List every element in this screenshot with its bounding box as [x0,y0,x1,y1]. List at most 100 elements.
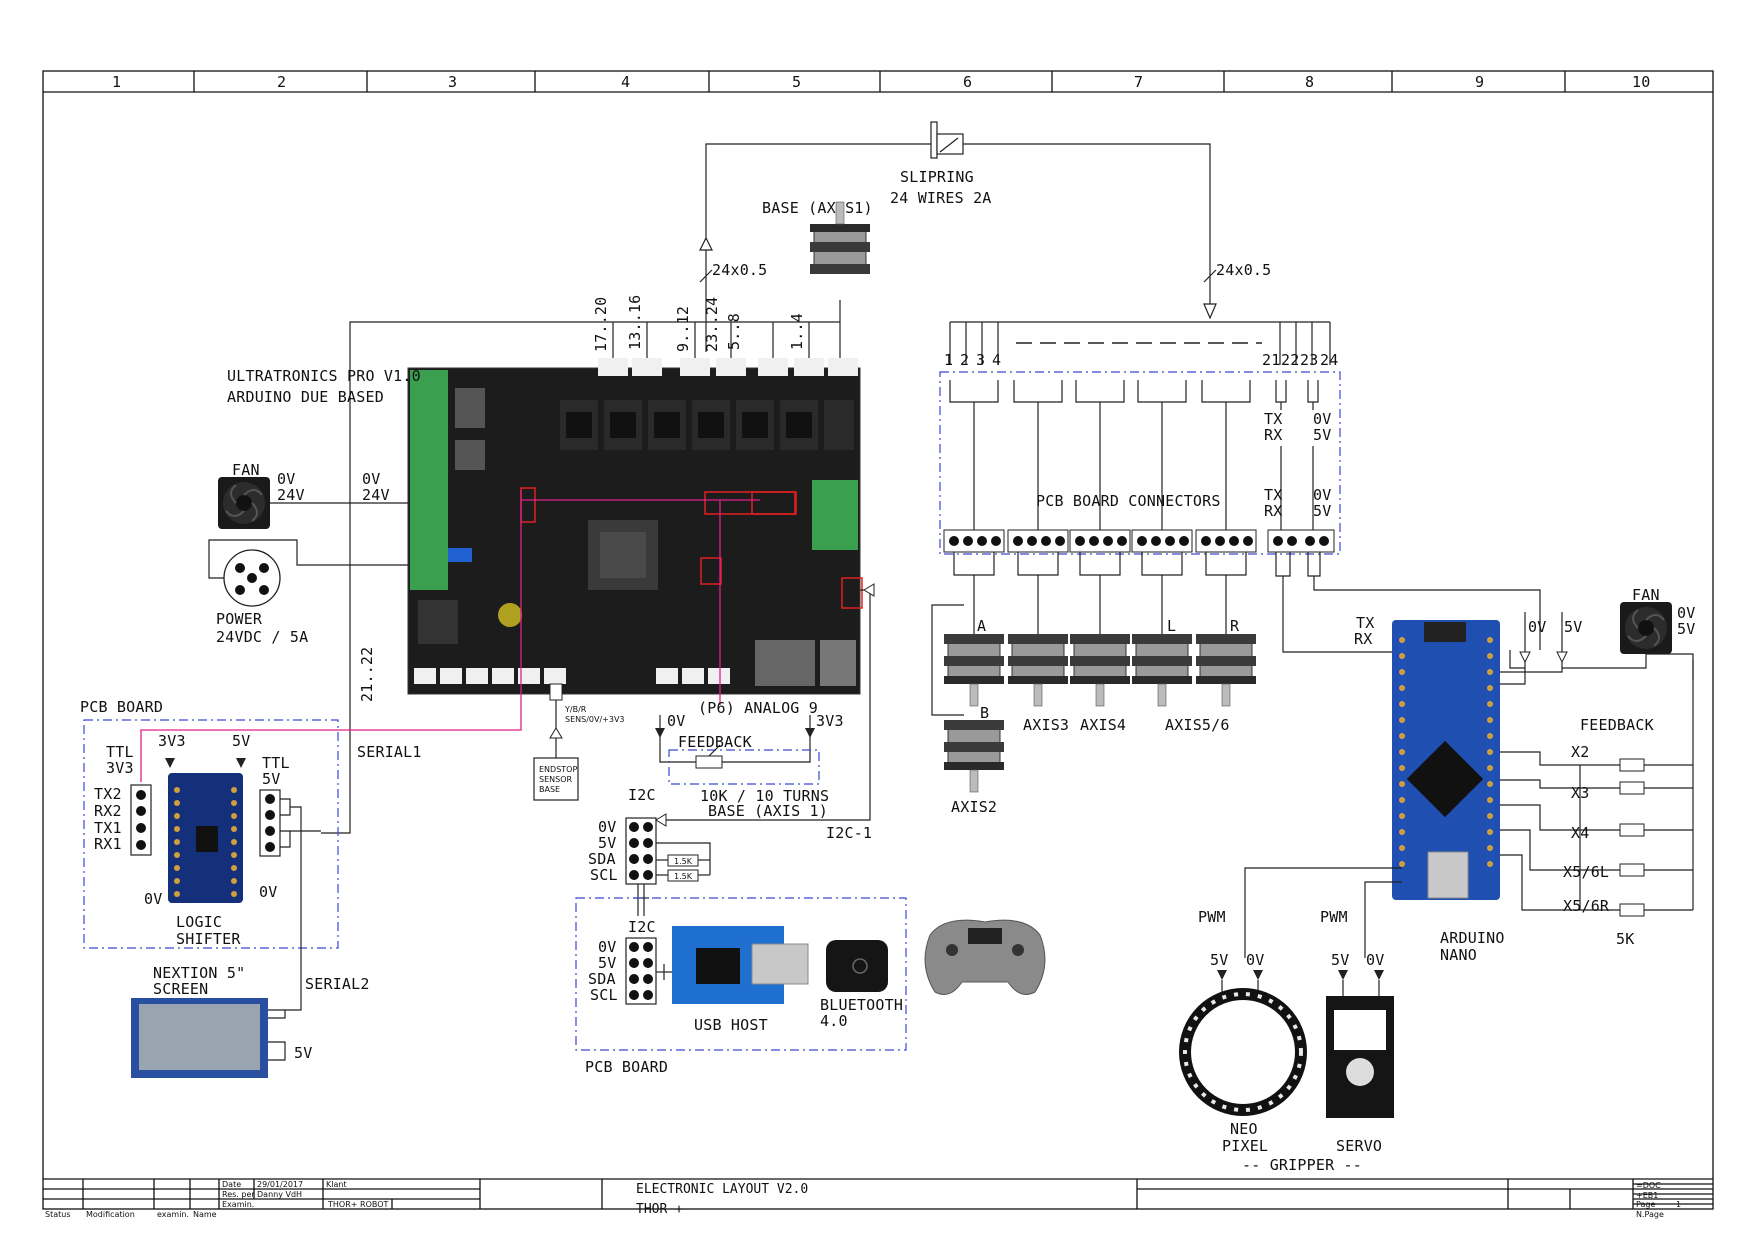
arduino-label: ARDUINO [1440,929,1505,947]
r5k-label: 5K [1616,930,1634,948]
grid-column-labels: 1 2 3 4 5 6 7 8 9 10 [112,73,1650,91]
i2c-5v-label: 5V [598,834,616,852]
logic-shifter-board-image [168,773,243,903]
conn-1-label: 1 [944,351,953,369]
nextion-label-b: SCREEN [153,980,208,998]
v5-a-label: 5V [1313,426,1331,444]
pwm-1-label: PWM [1198,908,1226,926]
gripper-label: -- GRIPPER -- [1242,1156,1362,1174]
logic-label: LOGIC [176,913,222,931]
cable-fanout [949,321,1331,365]
tb-modification: Modification [86,1210,135,1219]
servo-label: SERVO [1336,1137,1382,1155]
board-0v-label: 0V [362,470,380,488]
endstop-box-line-1: ENDSTOP [539,765,577,774]
x4-label: X4 [1571,824,1589,842]
tb-page-value: 1 [1676,1200,1681,1209]
stepper-axis5-l-icon [1131,633,1193,707]
pins-17-20-label: 17..20 [592,297,610,352]
tb-klant-label: Klant [326,1180,347,1189]
pins-9-12-label: 9..12 [674,306,692,352]
ls-3v3-label: 3V3 [158,732,186,750]
board-sub-label: ARDUINO DUE BASED [227,388,384,406]
endstop-box-line-2: SENSOR [539,775,572,784]
fan-left-24v-label: 24V [277,486,305,504]
pixel-label: PIXEL [1222,1137,1268,1155]
conn-22-label: 22 [1281,351,1299,369]
pwm-2-label: PWM [1320,908,1348,926]
gamepad-image [924,919,1046,995]
stepper-axis-a-icon [943,633,1005,707]
bluetooth-label-a: BLUETOOTH [820,996,903,1014]
ttl-3v3-label-b: 3V3 [106,759,134,777]
ls-0v-left-label: 0V [144,890,162,908]
ttl-5v-header [259,789,281,857]
tx1-label: TX1 [94,819,122,837]
rx1-label: RX1 [94,835,122,853]
v0-a-label: 0V [1313,410,1331,428]
conn-24-label: 24 [1320,351,1338,369]
pcb-connectors-outline [939,371,1341,555]
nano-5v-label: 5V [1564,618,1582,636]
tb-name: Name [193,1210,217,1219]
i2c-1-label: I2C-1 [826,824,872,842]
stepper-axis3-icon [1007,633,1069,707]
title-block [43,1178,1713,1209]
power-spec-label: 24VDC / 5A [216,628,308,646]
i2c-0v-label: 0V [598,818,616,836]
cable-left-label: 24x0.5 [712,261,767,279]
motor-r-label: R [1230,617,1240,635]
motor-l-label: L [1167,617,1176,635]
grid-col-8: 8 [1305,73,1314,91]
conn-2-label: 2 [960,351,969,369]
conn-3-label: 3 [976,351,985,369]
connector-brackets [949,380,1319,530]
conn-4-label: 4 [992,351,1001,369]
feedback-resistor-network [1500,653,1694,917]
tb-date-value: 29/01/2017 [257,1180,303,1189]
ls-0v-right-label: 0V [259,883,277,901]
grid-col-6: 6 [963,73,972,91]
tb-res-label: Res. per [222,1190,255,1199]
tb-eb1: +EB1 [1636,1191,1658,1200]
pcb-connectors-label: PCB BOARD CONNECTORS [1036,492,1221,510]
slipring-symbol [930,121,964,159]
ttl-3v3-label-a: TTL [106,743,134,761]
endstop-sens-label: SENS/0V/+3V3 [565,715,625,724]
v5-b-label: 5V [1313,502,1331,520]
x56r-label: X5/6R [1563,897,1610,915]
np-0v-label: 0V [1246,951,1264,969]
nano-tx-label: TX [1356,614,1374,632]
stepper-axis4-icon [1069,633,1131,707]
pins-1-4-label: 1..4 [788,313,806,350]
usb-host-board-image [672,926,809,1004]
pins-13-16-label: 13..16 [626,295,644,350]
grid-col-9: 9 [1475,73,1484,91]
feedback-0v-label: 0V [667,712,685,730]
ttl-5v-label-a: TTL [262,754,290,772]
ultratronics-board-image [407,358,863,695]
base-axis1-label: BASE (AXIS1) [762,199,873,217]
board-top-wiring [349,321,840,540]
i2c-sda-label: SDA [588,850,616,868]
p6-analog-label: (P6) ANALOG 9 [698,699,818,717]
nextion-screen-image [131,998,268,1078]
axis2-label: AXIS2 [951,798,997,816]
terminal-blocks [943,529,1335,553]
feedback-label: FEEDBACK [678,733,752,751]
grid-col-1: 1 [112,73,121,91]
v0-b-label: 0V [1313,486,1331,504]
tb-examin: examin. [157,1210,189,1219]
serial2-label: SERIAL2 [305,975,370,993]
nextion-label-a: NEXTION 5" [153,964,245,982]
fan-right-5v-label: 5V [1677,620,1695,638]
grid-col-7: 7 [1134,73,1143,91]
tb-status: Status [45,1210,71,1219]
ttl-5v-label-b: 5V [262,770,280,788]
grid-col-5: 5 [792,73,801,91]
pins-23-24-label: 23..24 [703,297,721,352]
tb-title-line2: THOR + [636,1202,683,1217]
tb-page-label: Page [1636,1200,1655,1209]
i2c-b-5v-label: 5V [598,954,616,972]
fan-left-0v-label: 0V [277,470,295,488]
